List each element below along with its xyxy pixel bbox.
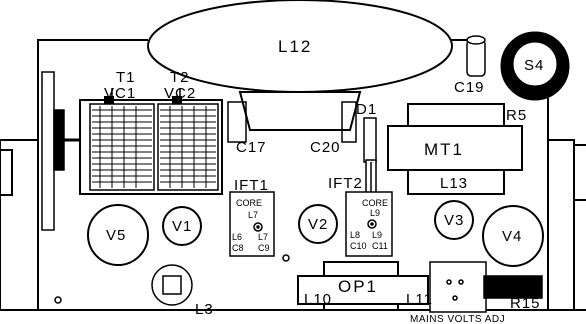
ift2-transformer: [345, 191, 393, 257]
label-t2: T2: [170, 69, 190, 86]
ift2-right-bottom-label: C11: [372, 241, 388, 251]
label-mains-volts-adj: MAINS VOLTS ADJ: [410, 314, 505, 324]
label-t1: T1: [116, 69, 136, 86]
component-labels: L12 S4 C19 T1 T2 VC1 VC2 D1 R5 C17 C20 M…: [104, 37, 544, 324]
ift1-left-top-label: L6: [232, 232, 242, 242]
ift1-right-bottom-label: C9: [258, 243, 270, 253]
ift2-core-label: CORE: [362, 198, 388, 208]
label-s4: S4: [524, 57, 544, 74]
output-transformer-op1: [297, 261, 429, 311]
label-c20: C20: [310, 139, 341, 156]
switch-s4: [500, 31, 570, 101]
label-mt1: MT1: [424, 140, 464, 159]
label-l10: L10: [304, 291, 332, 308]
loudspeaker: [147, 0, 453, 131]
ift1-core-label: CORE: [236, 198, 262, 208]
ift2-right-top-label: L9: [372, 230, 382, 240]
label-l11: L11: [406, 291, 433, 308]
ift1-labels: CORE L7 L6 C8 L7 C9: [232, 198, 270, 253]
label-ift1: IFT1: [234, 177, 269, 194]
mains-adj-panel: [429, 261, 543, 313]
label-v2: V2: [308, 216, 328, 233]
coil-l3: [151, 264, 193, 306]
label-v3: V3: [444, 212, 464, 229]
label-c17: C17: [236, 139, 267, 156]
label-vc1: VC1: [104, 85, 136, 102]
label-ift2: IFT2: [328, 175, 363, 192]
diode-d1: [363, 117, 377, 195]
ift1-right-top-label: L7: [258, 232, 268, 242]
label-v5: V5: [106, 227, 126, 244]
ift1-left-bottom-label: C8: [232, 243, 244, 253]
label-l13: L13: [440, 175, 468, 192]
label-d1: D1: [356, 101, 377, 118]
ift2-core-coil-label: L9: [370, 208, 380, 218]
label-v1: V1: [172, 218, 192, 235]
label-op1: OP1: [338, 277, 378, 296]
trimmers: [111, 88, 181, 96]
ift2-labels: CORE L9 L8 C10 L9 C11: [350, 198, 388, 251]
label-c19: C19: [454, 79, 485, 96]
gang-capacitor: [79, 96, 223, 195]
capacitor-c19: [466, 35, 486, 77]
valves: [87, 200, 544, 267]
ift1-transformer: [229, 191, 275, 257]
label-l12: L12: [278, 37, 312, 56]
label-v4: V4: [502, 228, 522, 245]
capacitor-c17-c20: [227, 101, 357, 143]
ift1-core-coil-label: L7: [248, 210, 258, 220]
label-l3: L3: [195, 301, 214, 318]
transformer-mt1: [387, 103, 523, 195]
label-vc2: VC2: [164, 85, 196, 102]
label-r15: R15: [510, 295, 541, 312]
ift2-left-bottom-label: C10: [350, 241, 367, 251]
label-r5: R5: [506, 107, 527, 124]
ift2-left-top-label: L8: [350, 230, 360, 240]
